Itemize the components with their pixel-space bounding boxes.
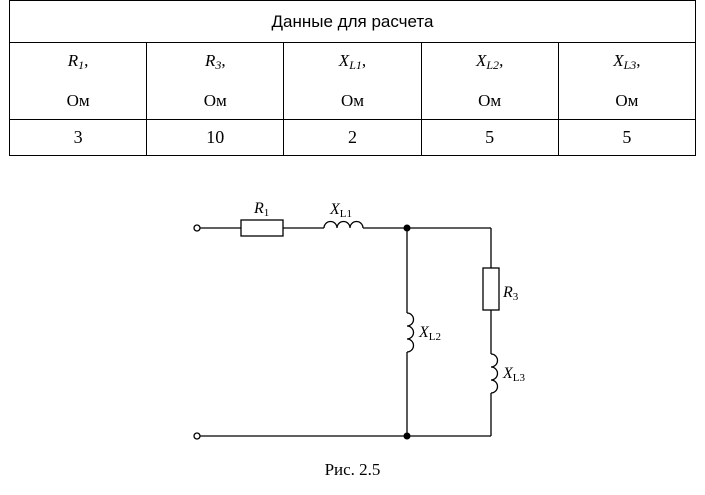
resistor-r3 — [482, 267, 500, 311]
unit-xl3: Ом — [615, 91, 639, 110]
terminal-top — [193, 224, 201, 232]
label-xl1: XL1 — [329, 201, 352, 220]
label-r3: R3 — [502, 284, 519, 303]
value-xl1: 2 — [283, 119, 422, 156]
value-r1: 3 — [8, 119, 148, 156]
figure-caption: Рис. 2.5 — [324, 460, 381, 479]
header-xl1: XL1, Ом — [283, 42, 422, 120]
junction-bottom — [403, 432, 411, 440]
table-value-row: 3 10 2 5 5 — [8, 119, 697, 156]
inductor-xl3 — [490, 353, 499, 394]
unit-r1: Ом — [66, 91, 90, 110]
label-xl2: XL2 — [418, 324, 441, 343]
resistor-r1 — [240, 219, 284, 237]
inductor-xl2 — [406, 312, 415, 353]
header-xl3: XL3, Ом — [557, 42, 697, 120]
value-r3: 10 — [146, 119, 285, 156]
value-xl3: 5 — [557, 119, 697, 156]
table-title: Данные для расчета — [9, 0, 696, 43]
unit-xl2: Ом — [478, 91, 502, 110]
terminal-bottom — [193, 432, 201, 440]
inductor-xl1 — [323, 220, 364, 229]
header-r1: R1, Ом — [8, 42, 148, 120]
table-header-row: R1, Ом R3, Ом XL1, Ом XL2, Ом XL3, Ом — [8, 42, 697, 120]
data-table: Данные для расчета R1, Ом R3, Ом XL1, Ом… — [8, 0, 697, 156]
label-xl3: XL3 — [502, 365, 526, 384]
value-xl2: 5 — [420, 119, 559, 156]
unit-xl1: Ом — [340, 91, 364, 110]
unit-r3: Ом — [203, 91, 227, 110]
label-r1: R1 — [253, 200, 269, 219]
junction-top — [403, 224, 411, 232]
